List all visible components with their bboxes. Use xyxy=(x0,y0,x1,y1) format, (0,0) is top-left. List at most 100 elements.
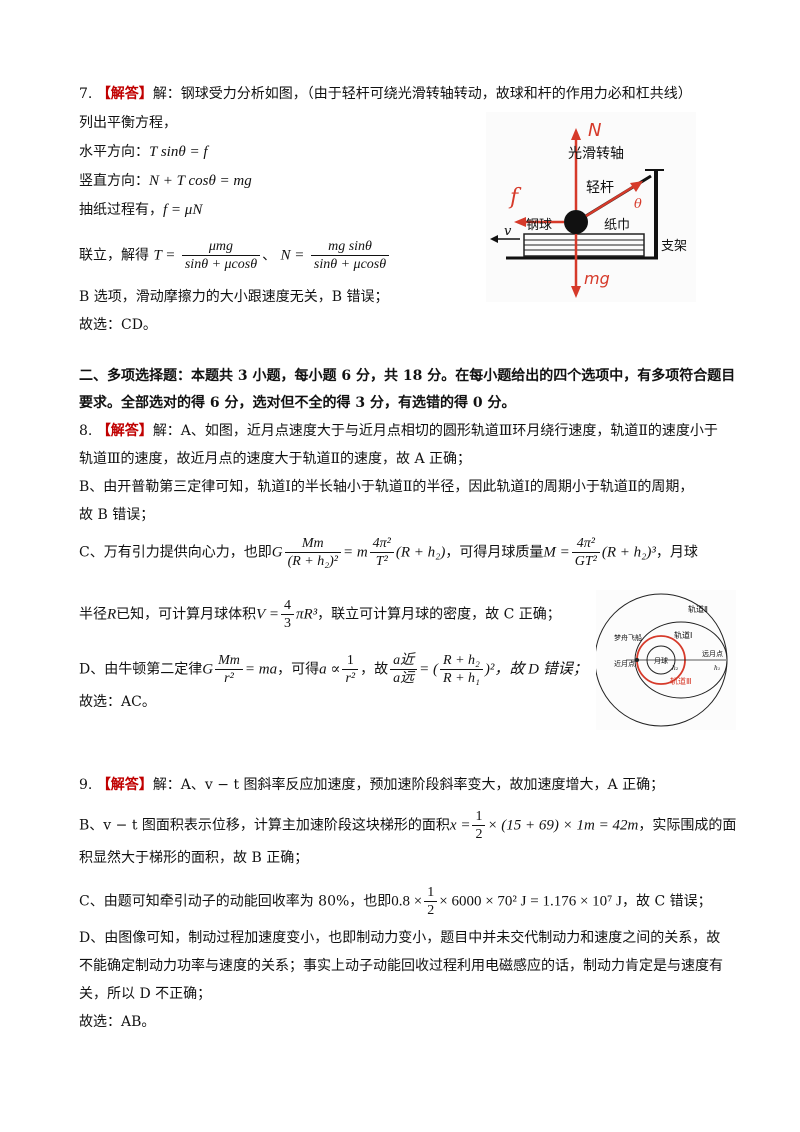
q7-T-numerator: μmg xyxy=(181,238,261,256)
q7-horizontal-label: 水平方向： xyxy=(79,144,149,160)
label-mg: mg xyxy=(584,269,610,288)
q8-a-line1: 8. 【解答】解：A、如图，近月点速度大于与近月点相切的圆形轨道Ⅲ环月绕行速度，… xyxy=(79,421,718,441)
q8-d-frac2-num: 1 xyxy=(342,652,359,670)
q7-answer: 故选：CD。 xyxy=(79,317,157,333)
label-N: N xyxy=(588,120,601,141)
q8-c2-R: R xyxy=(107,606,117,623)
q9-c1-end: ，故 C 错误； xyxy=(622,893,712,910)
label-theta: θ xyxy=(634,197,642,212)
label-paper: 纸巾 xyxy=(604,218,630,233)
q8-c1-frac2-num: 4π² xyxy=(369,535,394,553)
label-stand: 支架 xyxy=(661,239,687,254)
label-axis: 光滑转轴 xyxy=(568,145,624,162)
q9-answer: 故选：AB。 xyxy=(79,1014,156,1030)
q9-d-line2: 不能确定制动力功率与速度的关系；事实上动子动能回收过程利用电磁感应的话，制动力肯… xyxy=(79,958,723,974)
label-far: 远月点 xyxy=(702,650,723,658)
q9-c1-tail: × 6000 × 70² J = 1.176 × 10⁷ J xyxy=(439,893,622,910)
q8-c1-frac1-den: (R + h₂)² xyxy=(287,554,338,569)
label-h1: h₁ xyxy=(714,665,720,672)
q7-pull-label: 抽纸过程有， xyxy=(79,202,163,218)
q8-c1-eq: = m xyxy=(342,544,368,561)
section2-line2: 要求。全部选对的得 6 分，选对但不全的得 3 分，有选错的得 0 分。 xyxy=(79,395,516,411)
q8-c2-frac-num: 4 xyxy=(280,597,294,615)
q8-d-frac4-num: R + h₂ xyxy=(440,652,483,670)
q8-number: 8. xyxy=(79,423,93,439)
q7-line2: 列出平衡方程， xyxy=(79,115,177,131)
q9-a-text: 解：A、v − t 图斜率反应加速度，预加速阶段斜率变大，故加速度增大，A 正确… xyxy=(152,777,665,793)
q8-c1-G: G xyxy=(271,544,283,561)
q8-c1-frac1-num: Mm xyxy=(284,535,341,553)
q8-d-eq2: = ( xyxy=(419,661,439,678)
q8-d-mid2: ，故 xyxy=(360,661,389,678)
q7-pull-line: 抽纸过程有，f = μN xyxy=(79,200,202,220)
q7-intro-line: 7. 【解答】解：钢球受力分析如图，（由于轻杆可绕光滑转轴转动，故球和杆的作用力… xyxy=(79,84,692,104)
q9-b1-end: ，实际围成的面 xyxy=(638,817,737,834)
q7-number: 7. xyxy=(79,86,93,102)
q7-vertical-label: 竖直方向： xyxy=(79,173,149,189)
q8-d-mid: ，可得 xyxy=(277,661,320,678)
q8-d-pre: D、由牛顿第二定律 xyxy=(79,661,203,678)
q7-T-denominator: sinθ + μcosθ xyxy=(184,257,258,272)
q8-c1-pre: C、万有引力提供向心力，也即 xyxy=(79,544,272,561)
q8-d-eq: = ma xyxy=(244,661,278,678)
q9-a-line: 9. 【解答】解：A、v − t 图斜率反应加速度，预加速阶段斜率变大，故加速度… xyxy=(79,775,664,795)
q8-orbit-diagram: 轨道Ⅱ 轨道Ⅰ 梦舟飞船 近月点 月球 远月点 轨道Ⅲ h₂ h₁ xyxy=(596,590,736,730)
q8-c2-pre: 半径 xyxy=(79,606,107,623)
q7-b-line: B 选项，滑动摩擦力的大小跟速度无关，B 错误； xyxy=(79,289,389,305)
q9-d-line3: 关，所以 D 不正确； xyxy=(79,986,212,1002)
q8-d-frac4-den: R + h₁ xyxy=(443,671,480,686)
force-T-arrow xyxy=(585,183,637,218)
q7-horizontal-equation: T sinθ = f xyxy=(149,144,208,160)
label-orbit1: 轨道Ⅰ xyxy=(674,630,692,640)
q8-c1-frac2-den: T² xyxy=(375,554,388,569)
q8-a-text1: 解：A、如图，近月点速度大于与近月点相切的圆形轨道Ⅲ环月绕行速度，轨道Ⅱ的速度小… xyxy=(152,423,718,439)
q9-b1-pre: B、v − t 图面积表示位移，计算主加速阶段这块梯形的面积 xyxy=(79,817,450,834)
label-ship: 梦舟飞船 xyxy=(614,633,642,642)
q8-c1-tail: (R + h₂) xyxy=(395,544,446,561)
q8-c1-mid: ，可得月球质量 xyxy=(445,544,544,561)
q8-d-a: a ∝ xyxy=(319,661,341,678)
q9-b-line2: 积显然大于梯形的面积，故 B 正确； xyxy=(79,850,309,866)
q8-c2-V: V = xyxy=(256,606,279,623)
q7-vertical-line: 竖直方向：N + T cosθ = mg xyxy=(79,171,252,191)
q9-c1-frac-num: 1 xyxy=(424,884,438,902)
q7-intro-text: 解：钢球受力分析如图，（由于轻杆可绕光滑转轴转动，故球和杆的作用力必和杠共线） xyxy=(152,86,692,102)
q9-answer-tag: 【解答】 xyxy=(96,777,153,793)
q8-c2-end: ，联立可计算月球的密度，故 C 正确； xyxy=(317,606,561,623)
label-orbit2: 轨道Ⅱ xyxy=(688,604,708,614)
label-near: 近月点 xyxy=(614,659,635,668)
q8-a-line2: 轨道Ⅲ的速度，故近月点的速度大于轨道Ⅱ的速度，故 A 正确； xyxy=(79,451,472,467)
q8-b-line2: 故 B 错误； xyxy=(79,507,155,523)
q9-d-line1: D、由图像可知，制动过程加速度变小，也即制动力变小，题目中并未交代制动力和速度之… xyxy=(79,930,721,946)
label-orbit3: 轨道Ⅲ xyxy=(670,676,692,686)
q9-c1-pre: C、由题可知牵引动子的动能回收率为 80%，也即 xyxy=(79,893,392,910)
q8-c1-M: M = xyxy=(543,544,570,561)
q8-answer: 故选：AC。 xyxy=(79,694,156,710)
q8-c2-mid: 已知，可计算月球体积 xyxy=(116,606,257,623)
q7-solve-label: 联立，解得 xyxy=(79,247,149,264)
q7-N-lhs: N = xyxy=(280,247,305,264)
q9-b1-frac-num: 1 xyxy=(472,808,486,826)
q9-b1-frac-den: 2 xyxy=(475,827,483,842)
q8-c2-tail: πR³ xyxy=(295,606,318,623)
q8-d-frac2-den: r² xyxy=(345,671,356,686)
q7-N-denominator: sinθ + μcosθ xyxy=(313,257,387,272)
q8-d-end: )²，故 D 错误； xyxy=(484,661,588,678)
q8-d-frac3-den: a远 xyxy=(393,671,415,686)
q7-force-diagram: N f mg v θ 光滑转轴 轻杆 钢球 纸巾 支架 xyxy=(486,112,696,302)
q8-d-frac3-num: a近 xyxy=(390,652,418,670)
q8-b-line1: B、由开普勒第三定律可知，轨道Ⅰ的半长轴小于轨道Ⅱ的半径，因此轨道Ⅰ的周期小于轨… xyxy=(79,479,694,495)
